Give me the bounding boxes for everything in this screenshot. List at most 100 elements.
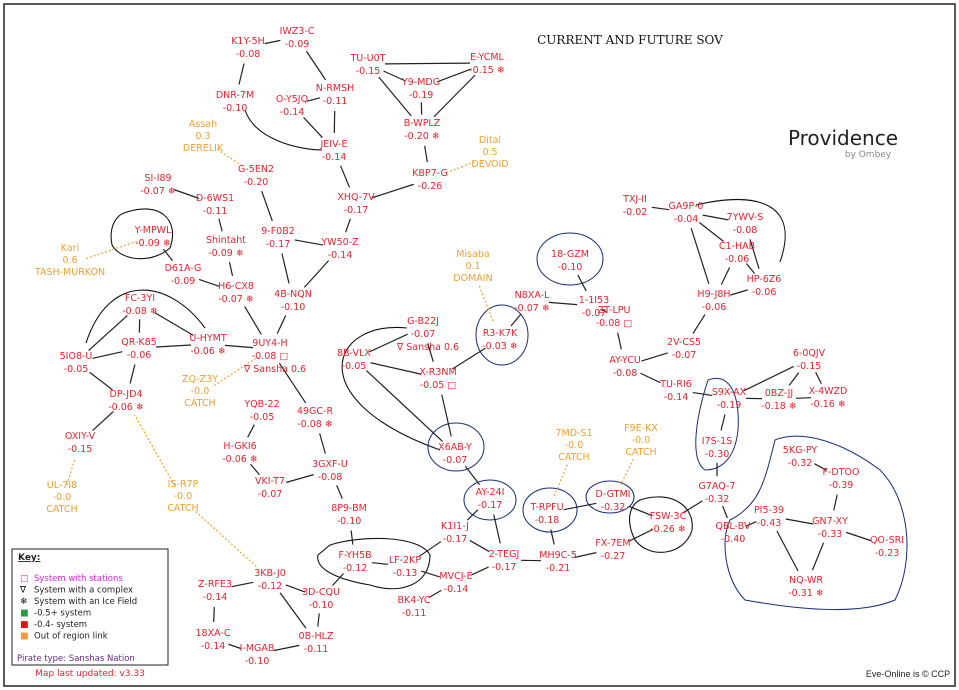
system-security: -0.11 xyxy=(323,96,348,107)
system-node[interactable]: DNR-7M-0.10 xyxy=(216,90,254,114)
system-node[interactable]: 2-TEGJ-0.17 xyxy=(489,549,520,573)
system-node[interactable]: 49GC-R-0.08❄ xyxy=(297,406,334,430)
system-node[interactable]: TU-U0T-0.15 xyxy=(350,53,386,77)
system-node[interactable]: U-HYMT-0.06❄ xyxy=(189,333,227,357)
system-node[interactable]: QO-SRI-0.23 xyxy=(870,535,904,559)
system-security: -0.06❄ xyxy=(190,346,226,357)
system-node[interactable]: R3-K7K-0.03❄ xyxy=(482,328,518,352)
jump-link xyxy=(305,50,327,81)
system-node[interactable]: QBL-BV-0.40 xyxy=(716,521,751,545)
system-node[interactable]: K1I1-J-0.17 xyxy=(441,521,469,545)
system-node[interactable]: NQ-WR-0.31❄ xyxy=(788,575,824,599)
system-node[interactable]: Z-RFE3-0.14 xyxy=(198,579,232,603)
system-node[interactable]: SI-I89-0.07❄ xyxy=(140,173,176,197)
system-node[interactable]: QR-K85-0.06 xyxy=(121,337,156,361)
system-name: MVCJ-E xyxy=(439,571,472,582)
system-node[interactable]: YQB-22-0.05 xyxy=(243,399,279,423)
system-node[interactable]: H6-CX8-0.07❄ xyxy=(218,281,254,305)
system-node[interactable]: 4B-NQN-0.10 xyxy=(274,289,312,313)
system-node[interactable]: 2V-CS5-0.07 xyxy=(667,337,701,361)
system-node[interactable]: X6AB-Y-0.07 xyxy=(438,442,472,466)
system-node[interactable]: F-DTOO-0.39 xyxy=(823,467,860,491)
system-node[interactable]: 18XA-C-0.14 xyxy=(196,628,231,652)
system-node[interactable]: VKI-T7-0.07 xyxy=(255,476,285,500)
system-node[interactable]: 0B-HLZ-0.11 xyxy=(299,631,334,655)
system-node[interactable]: MH9C-5-0.21 xyxy=(539,550,577,574)
system-node[interactable]: FX-7EM-0.27 xyxy=(595,538,630,562)
system-node[interactable]: IWZ3-C-0.09 xyxy=(280,26,315,50)
system-node[interactable]: OXIY-V-0.15 xyxy=(65,431,96,455)
security-value: -0.03 xyxy=(482,341,507,352)
system-node[interactable]: 9UY4-H-0.08□∇ Sansha 0.6 xyxy=(243,338,306,375)
system-node[interactable]: K1Y-5H-0.08 xyxy=(231,36,265,60)
system-node[interactable]: DP-JD4-0.06❄ xyxy=(108,389,144,413)
system-node[interactable]: BK4-YC-0.11 xyxy=(397,595,430,619)
system-node[interactable]: C1-HAB-0.06 xyxy=(719,241,755,265)
system-node[interactable]: FC-3YI-0.08❄ xyxy=(122,293,158,317)
system-node[interactable]: 7YWV-S-0.08 xyxy=(727,212,764,236)
security-value: -0.17 xyxy=(443,534,468,545)
system-node[interactable]: YW50-Z-0.14 xyxy=(320,237,359,261)
system-node[interactable]: X-R3NM-0.05□ xyxy=(419,367,456,391)
system-node[interactable]: D61A-G-0.09 xyxy=(165,263,202,287)
system-node[interactable]: 5IO8-U-0.05 xyxy=(60,351,93,375)
system-node[interactable]: E-YCML-0.15❄ xyxy=(469,52,505,76)
system-node[interactable]: 3GXF-U-0.08 xyxy=(312,459,348,483)
system-node[interactable]: 6-0QJV-0.15 xyxy=(793,348,826,372)
system-node[interactable]: G7AQ-7-0.32 xyxy=(699,481,736,505)
system-node[interactable]: Y9-MDG-0.19 xyxy=(401,77,440,101)
system-node[interactable]: D-GTMI-0.32 xyxy=(596,489,631,513)
system-node[interactable]: 18-GZM-0.10 xyxy=(551,249,589,273)
system-node[interactable]: G-B22J-0.07∇ Sansha 0.6 xyxy=(396,316,459,353)
system-node[interactable]: H9-J8H-0.06 xyxy=(697,289,730,313)
system-node[interactable]: S9X-AX-0.19 xyxy=(712,387,747,411)
system-node[interactable]: I-MGAB-0.10 xyxy=(240,643,275,667)
system-node[interactable]: PI5-39-0.43 xyxy=(754,505,784,529)
system-node[interactable]: B-WPLZ-0.20❄ xyxy=(404,118,441,142)
system-node[interactable]: XHQ-7V-0.17 xyxy=(337,192,375,216)
system-node[interactable]: FSW-3C-0.26❄ xyxy=(650,511,687,535)
system-node[interactable]: 8B-VLX-0.05 xyxy=(337,348,371,372)
system-node[interactable]: Shintaht-0.09❄ xyxy=(206,235,246,259)
system-node[interactable]: 9-F0B2-0.17 xyxy=(261,226,295,250)
system-node[interactable]: Y-MPWL-0.09❄ xyxy=(134,225,172,249)
system-node[interactable]: G-5EN2-0.20 xyxy=(238,164,274,188)
system-node[interactable]: LF-2KP-0.13 xyxy=(389,555,421,579)
system-node[interactable]: 0BZ-JJ-0.18❄ xyxy=(761,388,797,412)
system-node[interactable]: N-RMSH-0.11 xyxy=(316,83,355,107)
system-node[interactable]: X-4WZD-0.16❄ xyxy=(809,386,848,410)
system-node[interactable]: O-Y5JQ-0.14 xyxy=(276,94,308,118)
system-node[interactable]: F-YH5B-0.12 xyxy=(338,550,371,574)
system-node[interactable]: HP-6Z6-0.06 xyxy=(747,274,782,298)
system-node[interactable]: 3KB-J0-0.12 xyxy=(254,568,286,592)
system-node[interactable]: 3D-CQU-0.10 xyxy=(302,587,340,611)
system-node[interactable]: D-6WS1-0.11 xyxy=(196,193,234,217)
system-node[interactable]: KBP7-G-0.26 xyxy=(412,168,448,192)
jump-links xyxy=(88,39,872,652)
system-node[interactable]: H-GKI6-0.06❄ xyxy=(222,441,258,465)
system-node[interactable]: 8P9-BM-0.10 xyxy=(331,503,367,527)
system-node[interactable]: AY-YCU-0.08 xyxy=(609,355,641,379)
system-node[interactable]: ZT-LPU-0.08□ xyxy=(596,305,633,329)
system-node[interactable]: 5KG-PY-0.32 xyxy=(783,445,818,469)
system-node[interactable]: AY-24I-0.17 xyxy=(476,487,505,511)
system-node[interactable]: I7S-1S-0.30 xyxy=(702,436,732,460)
system-node[interactable]: MVCJ-E-0.14 xyxy=(439,571,472,595)
system-node[interactable]: TXJ-II-0.02 xyxy=(622,194,647,218)
system-node[interactable]: 1-1I53-0.07 xyxy=(579,295,609,319)
system-node[interactable]: GN7-XY-0.33 xyxy=(812,516,848,540)
system-node[interactable]: GA9P-0-0.04 xyxy=(669,201,704,225)
system-node[interactable]: JEIV-E-0.14 xyxy=(320,139,348,163)
system-node[interactable]: N8XA-L-0.07❄ xyxy=(514,290,550,314)
system-node[interactable]: TU-RI6-0.14 xyxy=(659,379,692,403)
system-node[interactable]: T-RPFU-0.18 xyxy=(529,502,563,526)
